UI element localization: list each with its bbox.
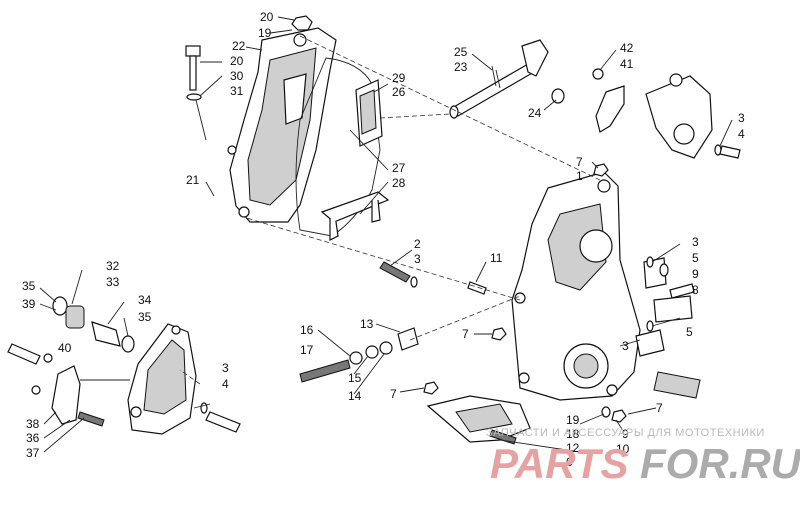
watermark: ЗАПЧАСТИ И АКСЕССУАРЫ ДЛЯ МОТОТЕХНИКИ PA… (486, 427, 800, 487)
callout-41: 41 (620, 57, 634, 71)
bearing-stack (52, 296, 135, 353)
callout-9b: 9 (622, 427, 629, 441)
callout-6: 6 (566, 455, 573, 469)
callout-34: 34 (138, 293, 152, 307)
callout-11: 11 (490, 251, 503, 265)
callout-16: 16 (300, 323, 314, 337)
callout-14: 14 (348, 389, 362, 403)
skid-plate (426, 395, 531, 445)
callout-18: 18 (566, 427, 580, 441)
side-cover (127, 323, 197, 435)
watermark-logo-right: FOR.RU (640, 440, 800, 487)
callout-3d: 3 (622, 339, 629, 353)
callout-3c: 3 (692, 235, 699, 249)
callout-5: 5 (692, 251, 699, 265)
callout-32: 32 (106, 259, 120, 273)
tensioner-shoe (320, 191, 390, 241)
callout-17: 17 (300, 343, 314, 357)
callout-19b: 19 (566, 413, 580, 427)
callout-27: 27 (392, 161, 406, 175)
shift-shaft (449, 39, 549, 119)
callout-8: 8 (692, 283, 699, 297)
callout-3: 3 (738, 111, 745, 125)
callout-36: 36 (26, 431, 40, 445)
callout-23: 23 (454, 60, 468, 74)
callout-7c: 7 (390, 387, 397, 401)
bolt-40 (7, 343, 53, 365)
callout-28: 28 (392, 176, 406, 190)
callout-21: 21 (186, 173, 200, 187)
callout-30: 30 (230, 69, 244, 83)
callout-13: 13 (360, 317, 374, 331)
callout-20b: 20 (230, 54, 244, 68)
callout-5b: 5 (686, 325, 693, 339)
callout-numbers: 20 19 22 20 30 31 25 23 24 42 41 3 4 29 … (22, 10, 745, 469)
callout-37: 37 (26, 446, 40, 460)
gasket (295, 57, 381, 237)
callout-7d: 7 (656, 401, 663, 415)
callout-19: 19 (258, 26, 272, 40)
callout-35b: 35 (138, 310, 152, 324)
callout-7b: 7 (462, 327, 469, 341)
callout-22: 22 (232, 39, 246, 53)
callout-38: 38 (26, 417, 40, 431)
callout-3e: 3 (222, 361, 229, 375)
callout-35: 35 (22, 279, 36, 293)
leader-lines (39, 16, 733, 453)
callout-4: 4 (738, 127, 745, 141)
watermark-logo-left: PARTS (490, 440, 628, 487)
side-bolt (200, 402, 241, 433)
callout-39: 39 (22, 297, 36, 311)
callout-31: 31 (230, 84, 244, 98)
callout-40: 40 (58, 341, 72, 355)
tensioner-bracket (355, 79, 383, 147)
shift-lever-assembly (592, 68, 741, 159)
gearcase-housing (511, 171, 641, 401)
callout-4b: 4 (222, 377, 229, 391)
bolt-17-assembly (299, 327, 419, 383)
callout-42: 42 (620, 41, 634, 55)
callout-29: 29 (392, 71, 406, 85)
chaincase-cover (227, 27, 337, 223)
callout-10: 10 (616, 442, 630, 456)
callout-7: 7 (576, 155, 583, 169)
callout-2: 2 (414, 237, 421, 251)
studs (379, 261, 507, 395)
mount-bracket (31, 365, 105, 427)
watermark-subtitle: ЗАПЧАСТИ И АКСЕССУАРЫ ДЛЯ МОТОТЕХНИКИ (486, 427, 765, 439)
callout-12: 12 (566, 441, 580, 455)
callout-9: 9 (692, 267, 699, 281)
callout-33: 33 (106, 275, 120, 289)
callout-25: 25 (454, 45, 468, 59)
callout-24: 24 (528, 106, 542, 120)
output-shafts (635, 257, 701, 399)
callout-26: 26 (392, 85, 406, 99)
callout-20: 20 (260, 10, 274, 24)
callout-1: 1 (576, 169, 583, 183)
nut-top (291, 15, 313, 31)
callout-15: 15 (348, 371, 362, 385)
callout-3b: 3 (414, 252, 421, 266)
o-ring-24 (551, 88, 565, 104)
dipstick (185, 45, 207, 141)
